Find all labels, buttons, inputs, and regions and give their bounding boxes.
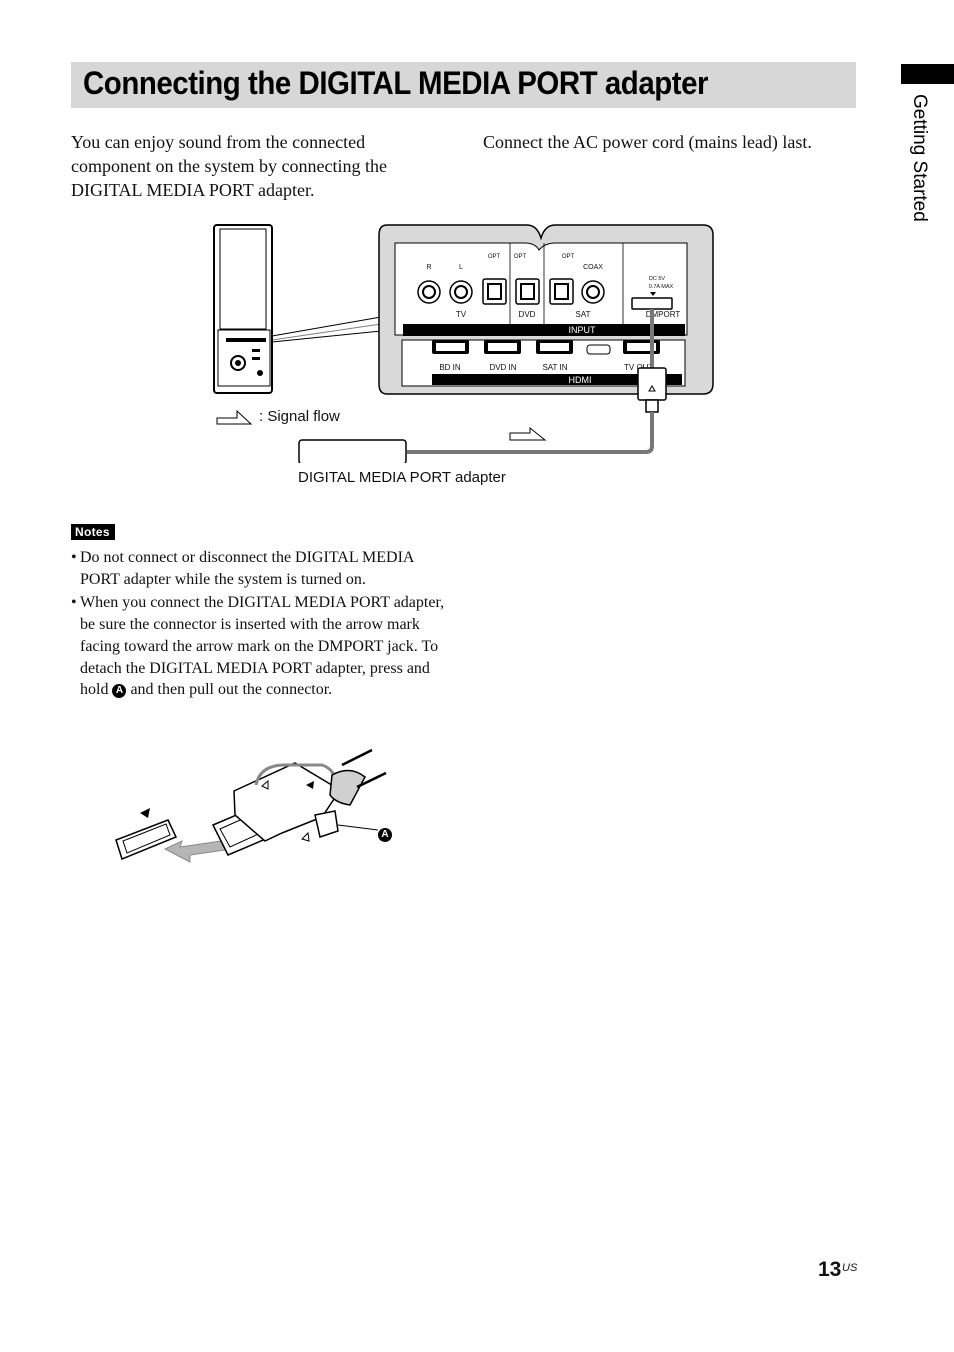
input-group-tv: TV (456, 310, 467, 319)
dmport-adapter-box (298, 439, 407, 463)
input-group-sat: SAT (576, 310, 591, 319)
opt-label-sat: OPT (562, 254, 575, 260)
main-unit (213, 224, 273, 394)
page-title: Connecting the DIGITAL MEDIA PORT adapte… (83, 65, 709, 101)
page-suffix: US (842, 1262, 858, 1274)
notes-list: Do not connect or disconnect the DIGITAL… (71, 547, 451, 703)
title-bar: Connecting the DIGITAL MEDIA PORT adapte… (71, 62, 856, 108)
detach-direction-arrow (163, 839, 233, 863)
intro-paragraph: You can enjoy sound from the connected c… (71, 132, 387, 200)
callout-a-icon: A (378, 828, 392, 842)
hdmi-port-bd-in: BD IN (439, 363, 461, 372)
note-item: When you connect the DIGITAL MEDIA PORT … (71, 592, 451, 701)
input-group-dmport: DMPORT (646, 310, 681, 319)
power-instruction: Connect the AC power cord (mains lead) l… (483, 132, 812, 152)
dmport-plug (637, 309, 667, 413)
section-tab-marker (901, 64, 954, 84)
hdmi-port-sat-in: SAT IN (542, 363, 567, 372)
adapter-cable (407, 412, 654, 454)
r-label: R (426, 264, 431, 271)
connector-illustration (115, 748, 387, 863)
note-text: Do not connect or disconnect the DIGITAL… (80, 549, 414, 588)
marker-a-icon: A (112, 684, 127, 699)
hdmi-port-dvd-in: DVD IN (489, 363, 516, 372)
signal-flow-arrow (509, 426, 547, 441)
connection-diagram: INPUT R L OPT OPT OPT COAX TV DVD SAT DM… (213, 224, 714, 463)
section-label: Getting Started (909, 94, 930, 222)
input-group-dvd: DVD (519, 310, 536, 319)
hdmi-bar-label: HDMI (569, 375, 592, 385)
notes-badge: Notes (71, 524, 115, 540)
opt-label-dvd: OPT (514, 254, 527, 260)
signal-flow-legend: : Signal flow (259, 408, 340, 425)
coax-label: COAX (583, 264, 603, 271)
page-number: 13 (818, 1258, 842, 1281)
rear-panel: INPUT R L OPT OPT OPT COAX TV DVD SAT DM… (378, 224, 714, 395)
adapter-label: DIGITAL MEDIA PORT adapter (298, 469, 506, 486)
note-text: When you connect the DIGITAL MEDIA PORT … (80, 594, 445, 699)
note-item: Do not connect or disconnect the DIGITAL… (71, 547, 451, 590)
connector-plug-icon (211, 748, 387, 856)
current-rating-label: 0.7A MAX (649, 284, 674, 290)
signal-flow-legend-icon (216, 409, 253, 425)
dmport-jack-illustration (115, 808, 178, 861)
l-label: L (459, 264, 463, 271)
opt-label-tv: OPT (488, 254, 501, 260)
dc-rating-label: DC 5V (649, 276, 666, 282)
input-bar-label: INPUT (569, 325, 597, 335)
note-text-continued: and then pull out the connector. (130, 681, 333, 699)
dmport-jack (631, 297, 673, 310)
